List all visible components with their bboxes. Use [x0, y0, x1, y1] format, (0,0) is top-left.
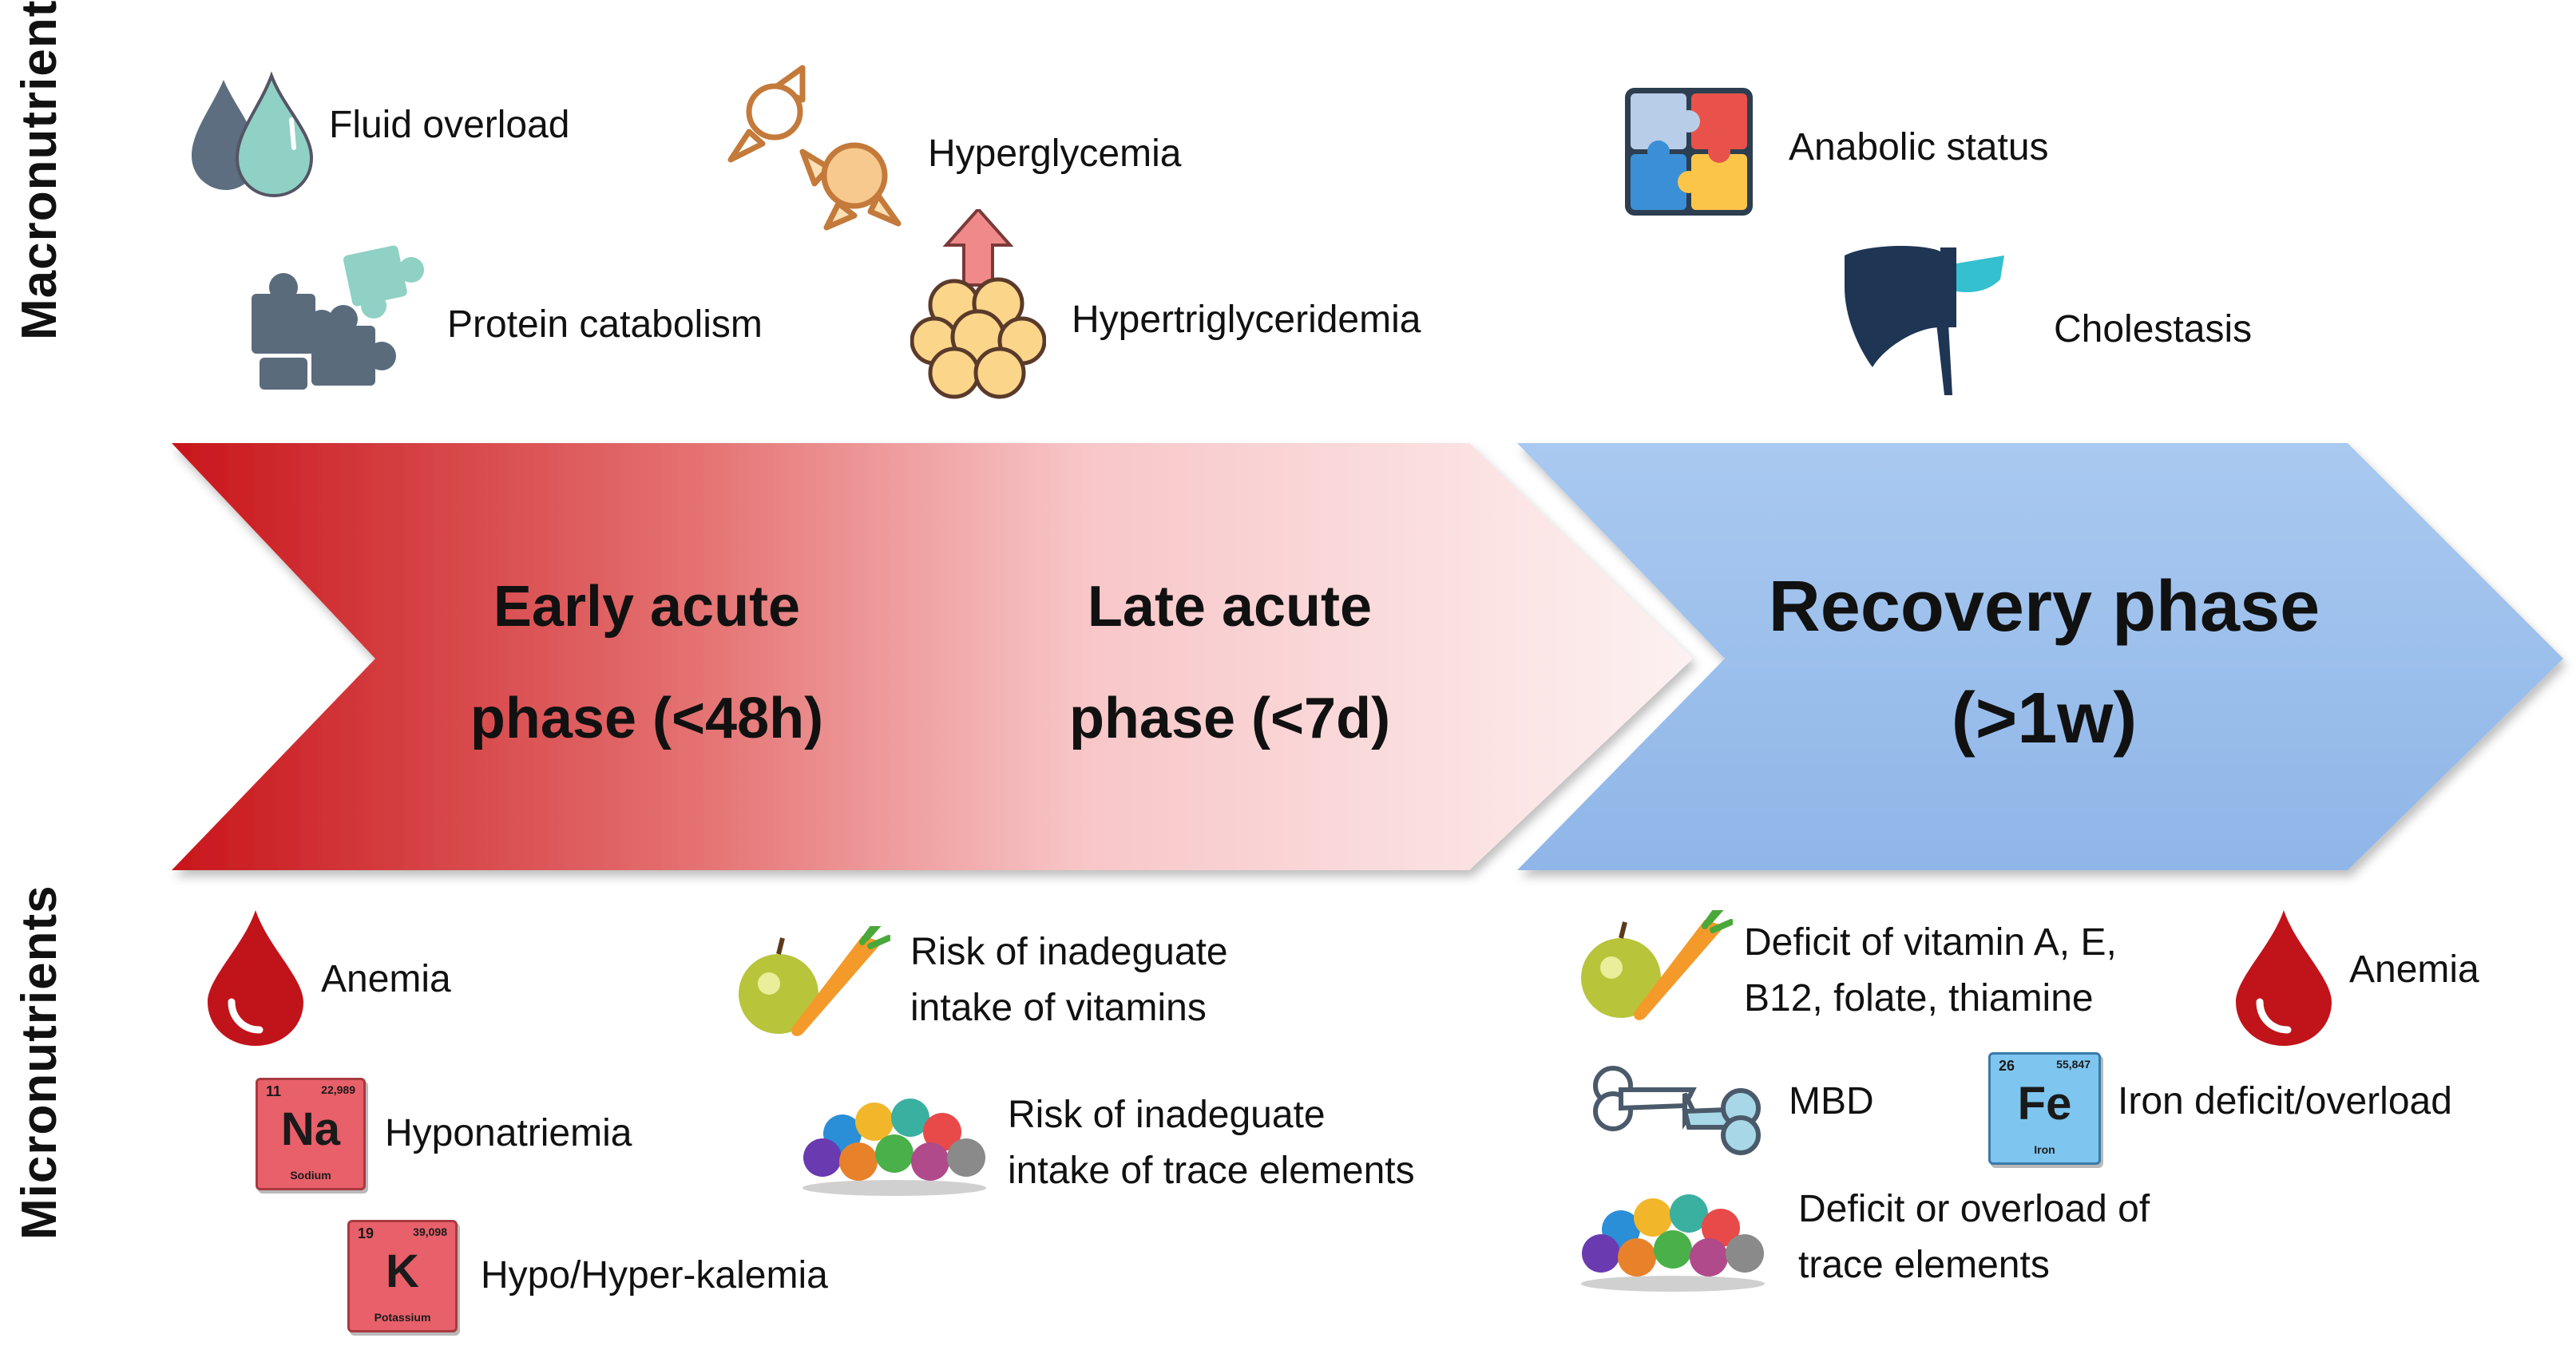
anemia-recovery-item: Anemia: [2349, 942, 2479, 998]
potassium-element-tile: 19 39,098 K Potassium: [347, 1220, 458, 1332]
mineral-balls-icon-recovery: [1577, 1190, 1769, 1293]
vitamins-risk-line1: Risk of inadeguate: [910, 931, 1228, 973]
recovery-phase-arrow: [1517, 443, 2563, 870]
anabolic-status-item: Anabolic status: [1789, 120, 2049, 176]
vitamin-deficit-line1: Deficit of vitamin A, E,: [1744, 921, 2117, 964]
early-phase-line1: Early acute: [493, 575, 801, 639]
protein-catabolism-label: Protein catabolism: [447, 303, 763, 346]
sodium-number: 11: [266, 1083, 282, 1099]
anemia-early-item: Anemia: [321, 952, 451, 1008]
hypertriglyceridemia-item: Hypertriglyceridemia: [1072, 292, 1421, 348]
protein-catabolism-item: Protein catabolism: [447, 297, 763, 353]
trace-deficit-item: Deficit or overload of trace elements: [1798, 1182, 2150, 1293]
hypo-hyper-kalemia-label: Hypo/Hyper-kalemia: [481, 1254, 828, 1297]
sodium-mass: 22,989: [321, 1083, 355, 1096]
fluid-overload-item: Fluid overload: [329, 97, 570, 153]
late-phase-line2: phase (<7d): [1068, 687, 1391, 750]
fat-cells-arrow-up-icon: [910, 209, 1046, 401]
recovery-phase-label: Recovery phase (>1w): [1717, 551, 2372, 774]
potassium-number: 19: [358, 1225, 375, 1241]
trace-risk-item: Risk of inadeguate intake of trace eleme…: [1008, 1087, 1415, 1199]
potassium-name: Potassium: [374, 1311, 431, 1324]
acute-phase-arrow: [172, 443, 1693, 870]
potassium-symbol: K: [386, 1245, 419, 1297]
iron-mass: 55,847: [2056, 1058, 2091, 1071]
iron-element-tile: 26 55,847 Fe Iron: [1988, 1052, 2101, 1165]
vitamin-deficit-line2: B12, folate, thiamine: [1744, 977, 2094, 1019]
hyperglycemia-item: Hyperglycemia: [928, 126, 1181, 182]
fluid-overload-label: Fluid overload: [329, 104, 570, 146]
trace-deficit-line1: Deficit or overload of: [1798, 1188, 2150, 1230]
vitamins-risk-line2: intake of vitamins: [910, 987, 1207, 1029]
mbd-item: MBD: [1789, 1074, 1874, 1130]
iron-number: 26: [1999, 1058, 2015, 1074]
iron-symbol: Fe: [2017, 1078, 2072, 1130]
anabolic-status-label: Anabolic status: [1789, 126, 2049, 168]
vitamins-risk-item: Risk of inadeguate intake of vitamins: [910, 924, 1228, 1036]
colored-puzzle-icon: [1621, 84, 1757, 220]
recovery-phase-line1: Recovery phase: [1768, 567, 2320, 647]
iron-name: Iron: [2034, 1143, 2055, 1156]
fruit-vegetable-icon: [731, 926, 890, 1046]
hyponatriemia-label: Hyponatriemia: [385, 1112, 632, 1154]
iron-label: Iron deficit/overload: [2118, 1080, 2452, 1122]
anemia-early-label: Anemia: [321, 958, 451, 1000]
candy-icon: [727, 56, 910, 232]
iron-item: Iron deficit/overload: [2118, 1074, 2452, 1130]
blood-drop-icon: [200, 906, 311, 1050]
hyponatriemia-item: Hyponatriemia: [385, 1106, 632, 1162]
hypertriglyceridemia-label: Hypertriglyceridemia: [1072, 299, 1421, 341]
fruit-vegetable-icon-recovery: [1573, 910, 1733, 1030]
trace-deficit-line2: trace elements: [1798, 1244, 2050, 1286]
blood-drop-icon-recovery: [2228, 906, 2340, 1050]
hyperglycemia-label: Hyperglycemia: [928, 133, 1182, 175]
sodium-name: Sodium: [290, 1169, 331, 1182]
mineral-balls-icon: [799, 1094, 990, 1198]
cholestasis-item: Cholestasis: [2054, 302, 2252, 358]
water-drops-icon: [180, 64, 315, 200]
liver-icon: [1837, 232, 2012, 407]
early-acute-phase-label: Early acute phase (<48h): [447, 551, 846, 774]
cholestasis-label: Cholestasis: [2054, 308, 2253, 350]
recovery-phase-line2: (>1w): [1951, 679, 2138, 758]
mbd-label: MBD: [1789, 1080, 1874, 1122]
anemia-recovery-label: Anemia: [2349, 948, 2479, 991]
early-phase-line2: phase (<48h): [470, 687, 824, 750]
puzzle-pieces-icon: [240, 238, 431, 398]
sodium-symbol: Na: [280, 1103, 341, 1155]
bone-icon: [1589, 1062, 1773, 1166]
late-phase-line1: Late acute: [1087, 575, 1373, 639]
vitamin-deficit-item: Deficit of vitamin A, E, B12, folate, th…: [1744, 915, 2117, 1027]
hypo-hyper-kalemia-item: Hypo/Hyper-kalemia: [481, 1248, 828, 1304]
potassium-mass: 39,098: [413, 1225, 447, 1238]
trace-risk-line1: Risk of inadeguate: [1008, 1094, 1326, 1136]
sodium-element-tile: 11 22,989 Na Sodium: [256, 1078, 366, 1190]
trace-risk-line2: intake of trace elements: [1008, 1150, 1415, 1192]
late-acute-phase-label: Late acute phase (<7d): [1038, 551, 1421, 774]
